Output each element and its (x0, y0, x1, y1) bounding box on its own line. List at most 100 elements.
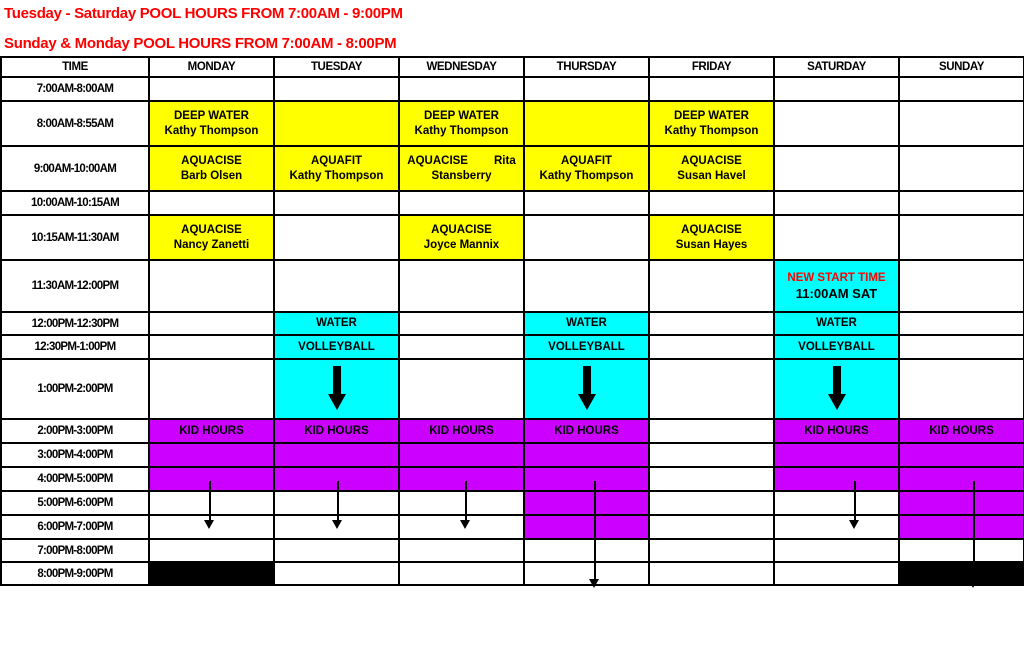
time-slot-label: 7:00AM-8:00AM (0, 76, 150, 102)
schedule-cell-empty-thursday (523, 259, 650, 313)
cell-secondary-text: Kathy Thompson (664, 124, 759, 137)
cell-secondary-text: Kathy Thompson (289, 169, 384, 182)
schedule-cell-empty-wednesday (398, 334, 525, 360)
time-slot-label: 11:30AM-12:00PM (0, 259, 150, 313)
time-slot-label: 6:00PM-7:00PM (0, 514, 150, 540)
schedule-cell-empty-sunday (898, 311, 1024, 336)
column-header-friday: FRIDAY (648, 56, 775, 78)
cell-primary-text: WATER (816, 317, 857, 329)
schedule-cell-tuesday[interactable]: KID HOURS (273, 418, 400, 444)
schedule-cell-empty-monday (148, 190, 275, 216)
schedule-cell-empty-wednesday (398, 561, 525, 586)
schedule-cell-monday[interactable]: DEEP WATER Kathy Thompson (148, 100, 275, 147)
schedule-cell-thursday[interactable]: WATER (523, 311, 650, 336)
cell-primary-text: NEW START TIME (787, 272, 886, 284)
schedule-cell-thursday[interactable]: KID HOURS (523, 418, 650, 444)
schedule-cell-empty-tuesday (273, 358, 400, 420)
cell-primary-text: DEEP WATER (424, 109, 499, 122)
schedule-cell-empty-sunday (898, 561, 1024, 586)
cell-primary-text: DEEP WATER (674, 109, 749, 122)
schedule-cell-empty-sunday (898, 145, 1024, 192)
schedule-cell-empty-friday (648, 190, 775, 216)
cell-secondary-text: Nancy Zanetti (173, 238, 250, 251)
schedule-cell-empty-wednesday (398, 76, 525, 102)
cell-primary-text: DEEP WATER (174, 109, 249, 122)
schedule-cell-empty-saturday (773, 466, 900, 492)
schedule-cell-empty-monday (148, 311, 275, 336)
schedule-cell-monday[interactable]: KID HOURS (148, 418, 275, 444)
schedule-cell-wednesday[interactable]: KID HOURS (398, 418, 525, 444)
schedule-cell-tuesday[interactable]: VOLLEYBALL (273, 334, 400, 360)
column-header-saturday: SATURDAY (773, 56, 900, 78)
cell-primary-text: VOLLEYBALL (548, 340, 625, 353)
schedule-cell-empty-monday (148, 561, 275, 586)
schedule-cell-empty-thursday (523, 466, 650, 492)
cell-primary-text: VOLLEYBALL (798, 340, 875, 353)
cell-primary-text: WATER (566, 317, 607, 329)
cell-secondary-text: Kathy Thompson (164, 124, 259, 137)
time-slot-label: 9:00AM-10:00AM (0, 145, 150, 192)
schedule-cell-empty-tuesday (273, 490, 400, 516)
schedule-cell-empty-thursday (523, 76, 650, 102)
pool-schedule-table: TIME MONDAY TUESDAY WEDNESDAY THURSDAY F… (0, 56, 1024, 586)
schedule-cell-saturday[interactable]: WATER (773, 311, 900, 336)
cell-secondary-text: Susan Hayes (675, 238, 748, 251)
schedule-cell-empty-sunday (898, 466, 1024, 492)
schedule-cell-empty-wednesday (398, 311, 525, 336)
schedule-cell-empty-saturday (773, 100, 900, 147)
schedule-cell-sunday[interactable]: KID HOURS (898, 418, 1024, 444)
cell-primary-text: AQUACISE (681, 154, 742, 167)
schedule-cell-empty-friday (648, 334, 775, 360)
schedule-cell-empty-sunday (898, 334, 1024, 360)
schedule-cell-empty-friday (648, 466, 775, 492)
pool-hours-banner-weekday: Tuesday - Saturday POOL HOURS FROM 7:00A… (4, 5, 403, 22)
schedule-cell-empty-tuesday (273, 190, 400, 216)
schedule-cell-empty-wednesday (398, 442, 525, 468)
schedule-cell-empty-saturday (773, 76, 900, 102)
schedule-cell-wednesday[interactable]: AQUACISE Joyce Mannix (398, 214, 525, 261)
schedule-cell-empty-thursday (523, 442, 650, 468)
schedule-cell-empty-monday (148, 259, 275, 313)
schedule-cell-empty-tuesday (273, 442, 400, 468)
down-arrow-icon (327, 366, 346, 412)
column-header-thursday: THURSDAY (523, 56, 650, 78)
schedule-cell-empty-wednesday (398, 259, 525, 313)
pool-hours-banner-weekend: Sunday & Monday POOL HOURS FROM 7:00AM -… (4, 35, 397, 52)
schedule-cell-empty-thursday (523, 538, 650, 563)
schedule-cell-tuesday[interactable]: WATER (273, 311, 400, 336)
schedule-cell-friday[interactable]: DEEP WATER Kathy Thompson (648, 100, 775, 147)
schedule-cell-empty-wednesday (398, 190, 525, 216)
schedule-cell-saturday[interactable]: VOLLEYBALL (773, 334, 900, 360)
schedule-cell-saturday[interactable]: KID HOURS (773, 418, 900, 444)
down-arrow-icon (827, 366, 846, 412)
schedule-cell-empty-saturday (773, 358, 900, 420)
schedule-cell-empty-sunday (898, 514, 1024, 540)
schedule-cell-empty-sunday (898, 490, 1024, 516)
schedule-cell-empty-tuesday (273, 100, 400, 147)
schedule-cell-empty-thursday (523, 190, 650, 216)
cell-primary-text: AQUACISE (431, 223, 492, 236)
schedule-cell-empty-thursday (523, 214, 650, 261)
table-row: 7:00AM-8:00AM (0, 76, 1024, 102)
schedule-cell-empty-sunday (898, 259, 1024, 313)
schedule-cell-empty-thursday (523, 490, 650, 516)
schedule-cell-thursday[interactable]: VOLLEYBALL (523, 334, 650, 360)
table-row: 5:00PM-6:00PM (0, 490, 1024, 516)
cell-secondary-text: Joyce Mannix (423, 238, 500, 251)
schedule-cell-empty-sunday (898, 100, 1024, 147)
time-slot-label: 3:00PM-4:00PM (0, 442, 150, 468)
schedule-cell-empty-monday (148, 514, 275, 540)
time-slot-label: 8:00PM-9:00PM (0, 561, 150, 586)
